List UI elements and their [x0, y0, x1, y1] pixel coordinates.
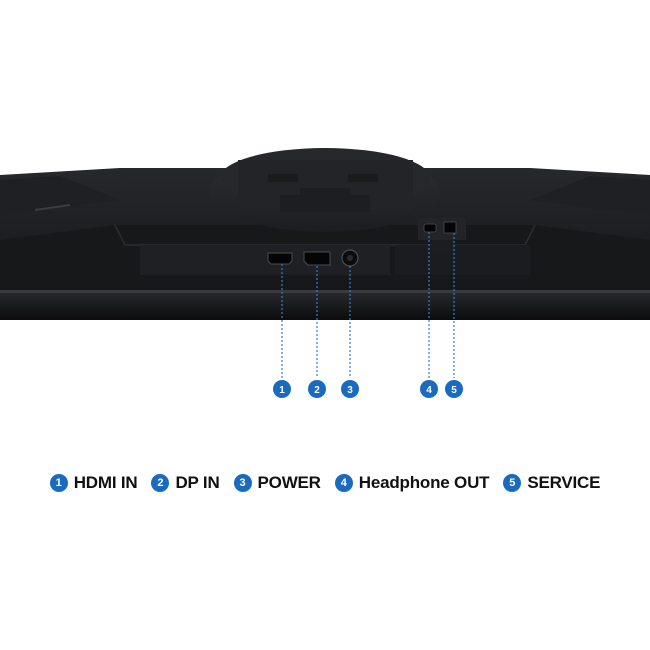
svg-text:2: 2: [314, 385, 320, 396]
legend-badge-4: 4: [334, 474, 353, 492]
svg-text:1: 1: [279, 385, 285, 396]
port-legend: 1 HDMI IN 2 DP IN 3 POWER 4 Headphone OU…: [0, 470, 650, 496]
hdmi-port-icon: [267, 252, 293, 265]
displayport-port-icon: [303, 251, 331, 266]
callout-badge-5: 5: [445, 380, 463, 398]
stand-mount: [210, 148, 440, 232]
legend-badge-1: 1: [49, 474, 68, 492]
monitor-back: [0, 168, 650, 320]
legend-badge-3: 3: [233, 474, 252, 492]
legend-label-headphone-out: Headphone OUT: [358, 473, 490, 492]
legend-item-dp-in: 2 DP IN: [151, 473, 220, 493]
svg-text:5: 5: [451, 385, 457, 396]
callout-badge-3: 3: [341, 380, 359, 398]
power-jack-icon: [341, 249, 359, 267]
leader-lines: [281, 232, 455, 378]
callout-badge-2: 2: [308, 380, 326, 398]
legend-item-service: 5 SERVICE: [503, 473, 600, 493]
svg-text:4: 4: [426, 385, 432, 396]
callout-badge-4: 4: [420, 380, 438, 398]
legend-label-hdmi-in: HDMI IN: [73, 473, 138, 492]
legend-badge-2: 2: [151, 474, 170, 492]
legend-label-power: POWER: [257, 473, 321, 492]
legend-label-service: SERVICE: [527, 473, 601, 492]
legend-badge-5: 5: [503, 474, 522, 492]
legend-item-power: 3 POWER: [233, 473, 321, 493]
legend-item-hdmi-in: 1 HDMI IN: [49, 473, 138, 493]
legend-item-headphone-out: 4 Headphone OUT: [334, 473, 490, 493]
svg-text:3: 3: [347, 385, 353, 396]
legend-label-dp-in: DP IN: [175, 473, 220, 492]
callout-badge-1: 1: [273, 380, 291, 398]
